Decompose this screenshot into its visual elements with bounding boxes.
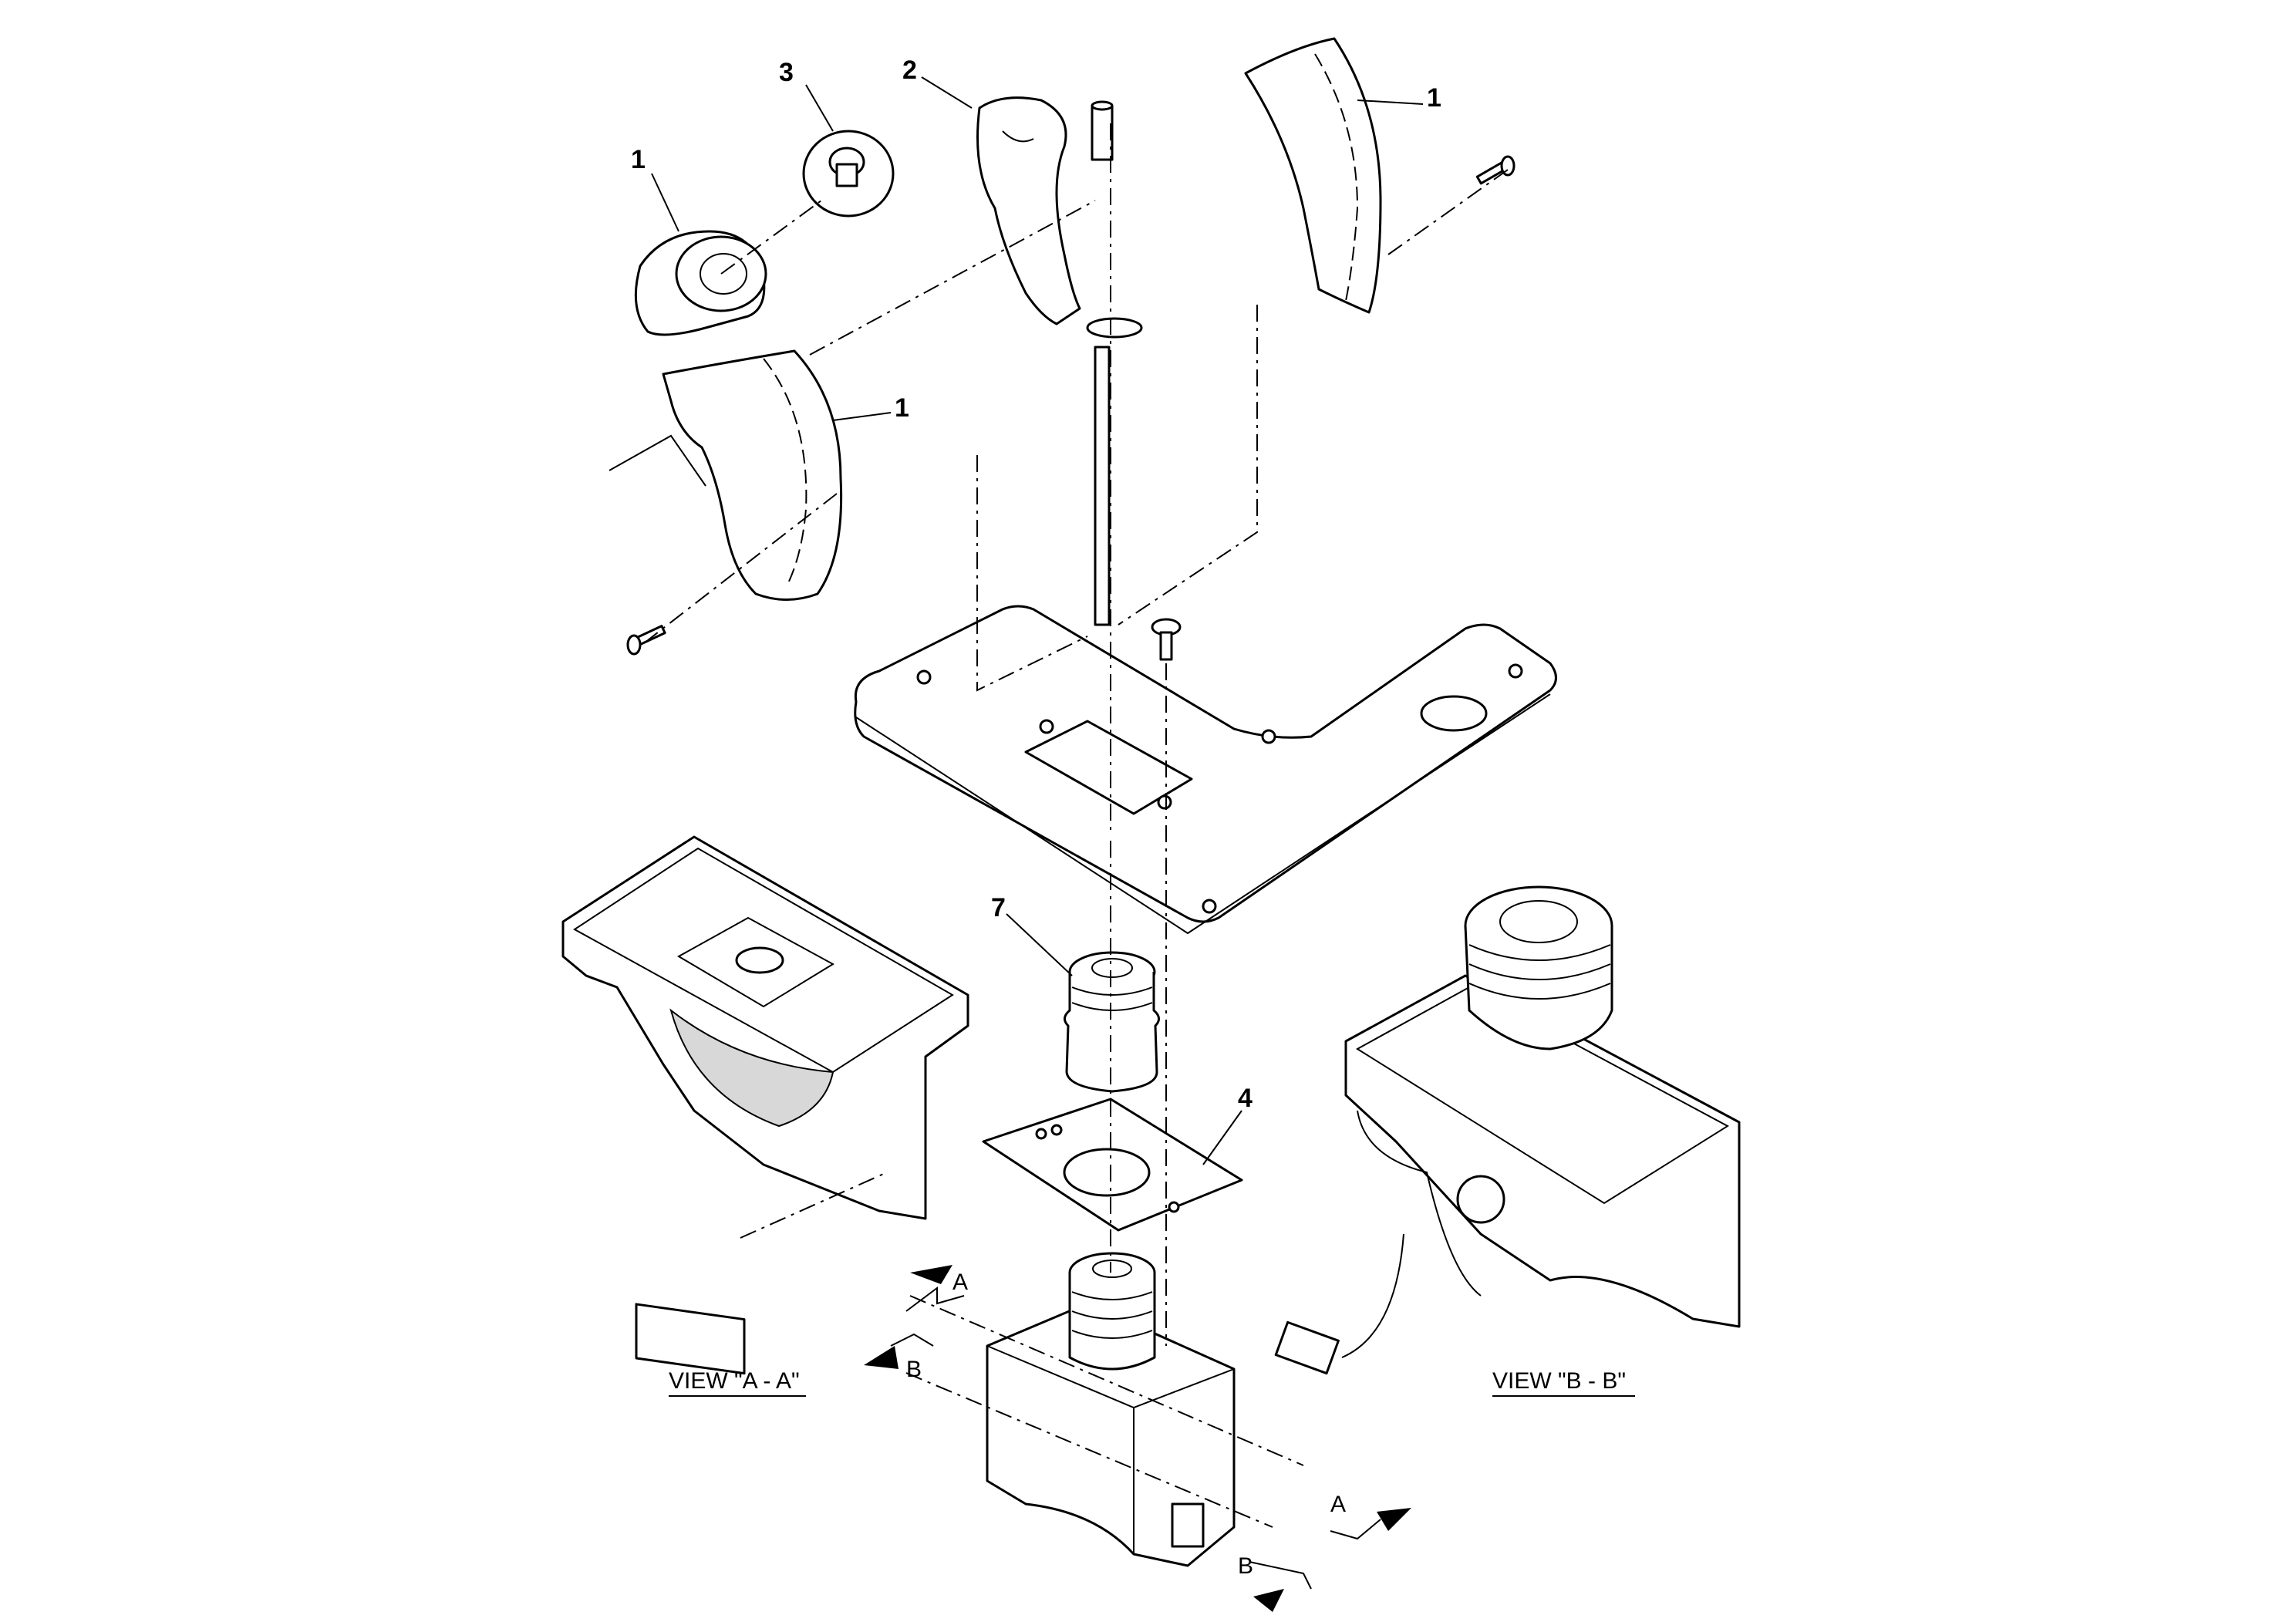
view-aa-assembly bbox=[561, 835, 969, 1375]
joystick-assembly-center bbox=[986, 1252, 1236, 1567]
view-bb-assembly bbox=[1274, 885, 1741, 1375]
view-aa-label: VIEW "A - A" bbox=[669, 1368, 800, 1394]
callout-1-top-left: 1 bbox=[631, 145, 646, 174]
gasket-plate bbox=[982, 1098, 1243, 1232]
callout-leaders bbox=[651, 76, 1424, 1165]
handle-cover-small bbox=[634, 230, 767, 336]
shaft bbox=[1091, 100, 1114, 626]
section-marker-a-right bbox=[1330, 1508, 1411, 1540]
lever-handle bbox=[976, 96, 1143, 339]
callout-7: 7 bbox=[991, 893, 1006, 922]
callout-3: 3 bbox=[779, 58, 794, 87]
section-letter-a-top: A bbox=[952, 1270, 968, 1295]
section-letter-a-right: A bbox=[1330, 1492, 1346, 1517]
mounting-plate bbox=[854, 605, 1557, 935]
callout-1-left-mid: 1 bbox=[895, 393, 909, 423]
view-bb-label: VIEW "B - B" bbox=[1492, 1368, 1626, 1394]
section-marker-b-left bbox=[864, 1333, 934, 1369]
callout-1-right: 1 bbox=[1427, 83, 1441, 113]
screw-left bbox=[626, 625, 666, 656]
screw-top-right bbox=[1475, 155, 1515, 185]
screw-center bbox=[1151, 618, 1182, 661]
callout-4: 4 bbox=[1238, 1084, 1253, 1113]
section-letter-b-left: B bbox=[906, 1357, 922, 1382]
section-letter-b-bottom: B bbox=[1238, 1553, 1253, 1579]
callout-2: 2 bbox=[902, 56, 917, 85]
handle-cover-right bbox=[1244, 37, 1382, 314]
cap-button bbox=[802, 130, 895, 218]
section-marker-a-top bbox=[905, 1265, 965, 1312]
assembly-lines bbox=[609, 123, 1509, 1528]
rubber-boot bbox=[1064, 951, 1160, 1093]
handle-cover-left bbox=[662, 349, 843, 601]
section-marker-b-bottom bbox=[1249, 1561, 1312, 1612]
